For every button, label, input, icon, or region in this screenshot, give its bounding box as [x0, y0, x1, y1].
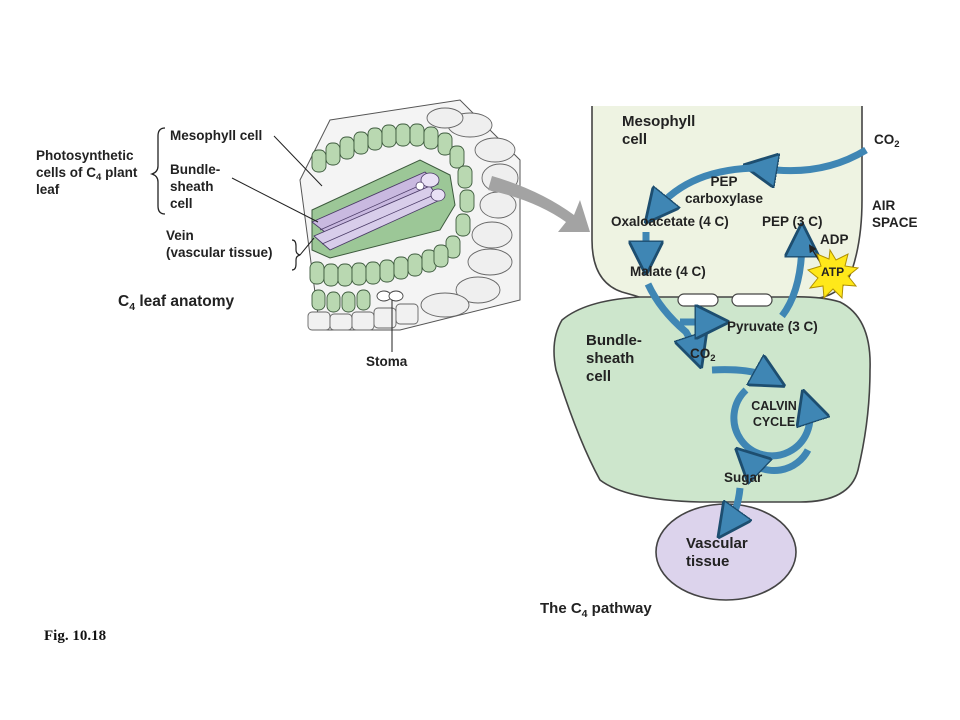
leaf-cross-section-illustration [299, 99, 521, 331]
zoom-arrow [488, 176, 590, 232]
figure-number: Fig. 10.18 [44, 628, 106, 644]
air-space-label-line2: SPACE [872, 215, 918, 230]
co2-uptake-arrow [760, 147, 868, 171]
pep-label: PEP (3 C) [762, 214, 823, 229]
mesophyll-title-line1: Mesophyll [622, 113, 695, 130]
vein-tubes [311, 171, 446, 251]
vein-label-line2: (vascular tissue) [166, 245, 273, 260]
sugar-label: Sugar [724, 470, 763, 485]
plasmodesmata [677, 293, 773, 307]
co2-to-calvin-arrow [711, 370, 770, 378]
air-space-label-line1: AIR [872, 198, 896, 213]
vascular-tissue-label-line1: Vascular [686, 535, 748, 552]
photosynthetic-label-line3: leaf [36, 182, 60, 197]
bundle-sheath-title-line2: sheath [586, 350, 634, 367]
adp-label: ADP [820, 232, 849, 247]
pathway-arrows [644, 147, 868, 524]
sugar-export-arrow [728, 487, 740, 524]
malate-label: Malate (4 C) [630, 264, 706, 279]
bundle-sheath-label-line3: cell [170, 196, 193, 211]
pyruvate-to-pep-arrow [779, 240, 802, 319]
co2-bundle-label: CO2 [690, 346, 716, 364]
bundle-sheath-label-line1: Bundle- [170, 162, 220, 177]
pathway-title: The C4 pathway [540, 600, 652, 620]
vein-label-line1: Vein [166, 228, 194, 243]
vascular-tissue-shape [655, 503, 797, 601]
stoma-icon [376, 290, 404, 302]
atp-burst-icon [806, 248, 860, 300]
calvin-cycle-label-line2: CYCLE [753, 415, 795, 429]
pep-carboxylase-line2: carboxylase [685, 191, 764, 206]
leaf-anatomy: Photosynthetic cells of C4 plant leaf Me… [36, 99, 590, 369]
anatomy-title: C4 leaf anatomy [118, 293, 234, 313]
mesophyll-cell-label: Mesophyll cell [170, 128, 262, 143]
brace [149, 127, 166, 215]
stoma-label: Stoma [366, 354, 408, 369]
co2-air-label: CO2 [874, 132, 900, 150]
pyruvate-label: Pyruvate (3 C) [727, 319, 818, 334]
malate-transport-arrow [644, 282, 696, 352]
c4-pathway: Mesophyll cell CO2 AIR SPACE PEP carboxy… [540, 106, 918, 620]
bundle-sheath-cell-shape [553, 296, 871, 503]
bundle-sheath-label-line2: sheath [170, 179, 214, 194]
pep-carboxylase-line1: PEP [710, 174, 737, 189]
atp-label: ATP [821, 265, 844, 279]
mesophyll-title-line2: cell [622, 131, 647, 148]
photosynthetic-label-line1: Photosynthetic [36, 148, 134, 163]
leader-lines [231, 135, 393, 352]
calvin-cycle-label-line1: CALVIN [751, 399, 797, 413]
vein-brace [291, 239, 301, 271]
bundle-sheath-title-line3: cell [586, 368, 611, 385]
oxaloacetate-label: Oxaloacetate (4 C) [611, 214, 729, 229]
pep-carboxylation-arrow [656, 164, 761, 210]
photosynthetic-label-line2: cells of C4 plant [36, 165, 138, 183]
vascular-tissue-label-line2: tissue [686, 553, 729, 570]
bundle-sheath-title-line1: Bundle- [586, 332, 642, 349]
